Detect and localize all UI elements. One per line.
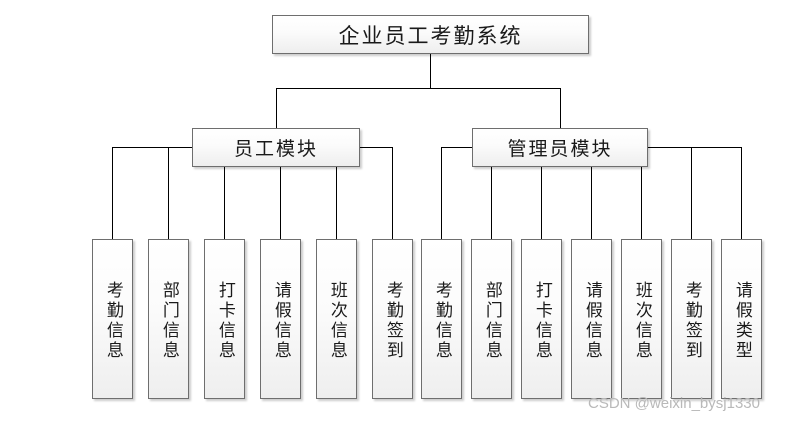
connector-root-bus — [276, 88, 560, 89]
connector-employee-leaf-3 — [224, 147, 225, 239]
node-employee-leaf-attendance-signin[interactable]: 考勤签到 — [372, 239, 413, 399]
node-employee-leaf-department-info[interactable]: 部门信息 — [148, 239, 189, 399]
connector-employee-leaf-2 — [168, 147, 169, 239]
node-admin-leaf-leave-type[interactable]: 请假类型 — [721, 239, 762, 399]
node-label: 打卡信息 — [532, 281, 552, 361]
connector-admin-leaf-1 — [441, 147, 442, 239]
node-label: 考勤签到 — [383, 281, 403, 361]
node-employee-module[interactable]: 员工模块 — [192, 128, 360, 167]
node-root-system[interactable]: 企业员工考勤系统 — [272, 15, 589, 54]
connector-admin-leaf-2 — [491, 147, 492, 239]
node-label: 班次信息 — [632, 281, 652, 361]
node-employee-leaf-attendance-info[interactable]: 考勤信息 — [92, 239, 133, 399]
node-root-label: 企业员工考勤系统 — [338, 23, 523, 48]
node-admin-leaf-shift-info[interactable]: 班次信息 — [621, 239, 662, 399]
node-admin-leaf-attendance-info[interactable]: 考勤信息 — [421, 239, 462, 399]
node-label: 打卡信息 — [215, 281, 235, 361]
node-label: 考勤信息 — [103, 281, 123, 361]
node-admin-module-label: 管理员模块 — [507, 139, 613, 160]
node-employee-leaf-leave-info[interactable]: 请假信息 — [260, 239, 301, 399]
connector-root-to-admin-module — [560, 88, 561, 128]
node-label: 部门信息 — [482, 281, 502, 361]
node-admin-leaf-punch-info[interactable]: 打卡信息 — [521, 239, 562, 399]
node-admin-leaf-department-info[interactable]: 部门信息 — [471, 239, 512, 399]
node-employee-leaf-shift-info[interactable]: 班次信息 — [316, 239, 357, 399]
connector-admin-leaf-3 — [541, 147, 542, 239]
connector-employee-leaf-5 — [336, 147, 337, 239]
node-admin-module[interactable]: 管理员模块 — [472, 128, 648, 167]
node-admin-leaf-attendance-signin[interactable]: 考勤签到 — [671, 239, 712, 399]
watermark-text: CSDN @weixin_bysj1330 — [588, 395, 760, 412]
node-admin-leaf-leave-info[interactable]: 请假信息 — [571, 239, 612, 399]
connector-employee-leaf-6 — [392, 147, 393, 239]
node-label: 请假类型 — [732, 281, 752, 361]
connector-root-to-employee-module — [276, 88, 277, 128]
connector-admin-leaf-4 — [591, 147, 592, 239]
connector-root-stem — [430, 53, 431, 88]
connector-admin-leaf-5 — [641, 147, 642, 239]
node-label: 考勤签到 — [682, 281, 702, 361]
node-label: 请假信息 — [582, 281, 602, 361]
connector-employee-leaf-1 — [112, 147, 113, 239]
node-employee-leaf-punch-info[interactable]: 打卡信息 — [204, 239, 245, 399]
connector-admin-leaf-7 — [741, 147, 742, 239]
node-label: 班次信息 — [327, 281, 347, 361]
connector-employee-leaf-4 — [280, 147, 281, 239]
node-label: 考勤信息 — [432, 281, 452, 361]
node-label: 部门信息 — [159, 281, 179, 361]
connector-admin-leaf-6 — [691, 147, 692, 239]
node-label: 请假信息 — [271, 281, 291, 361]
node-employee-module-label: 员工模块 — [233, 139, 318, 160]
